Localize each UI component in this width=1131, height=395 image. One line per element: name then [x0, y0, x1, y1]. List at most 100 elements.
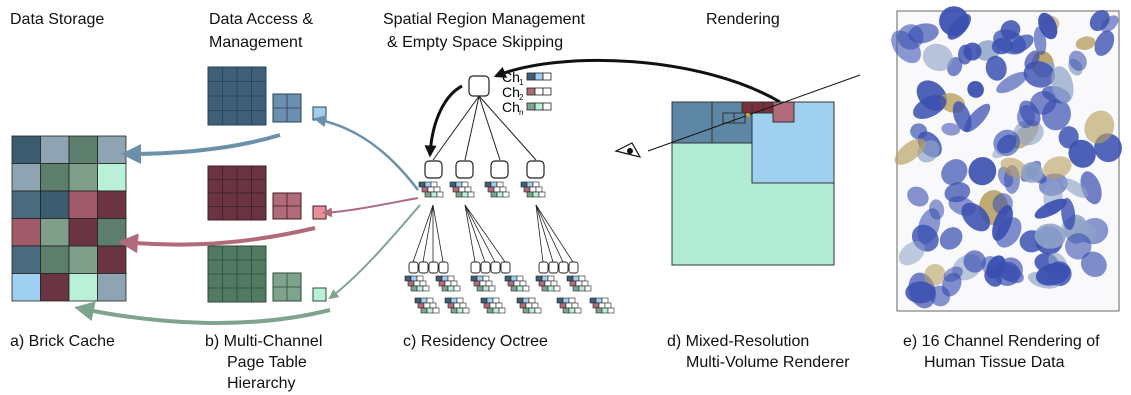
channel-table-cell — [547, 285, 555, 292]
cell-nucleus — [910, 123, 928, 140]
channel-table-cell — [519, 280, 527, 287]
cell-nucleus — [1062, 178, 1088, 198]
octree-leaf — [480, 261, 491, 274]
brick-cell — [40, 245, 70, 274]
cell-nucleus — [1068, 139, 1096, 168]
caption-tissue-rendering-1: e) 16 Channel Rendering of — [903, 333, 1100, 350]
heading-data-access: Data Access & — [209, 11, 314, 28]
channel-table-cell — [496, 181, 504, 188]
caption-mixed-resolution-1: d) Mixed-Resolution — [667, 333, 810, 350]
channel-table-cell — [455, 181, 463, 188]
channel-table-cell — [490, 181, 498, 188]
channel-table-cell — [538, 191, 546, 198]
channel-table-cell — [526, 191, 534, 198]
arrow-green-to-cache — [74, 301, 331, 325]
channel-table-cell — [436, 191, 444, 198]
brick-cell — [40, 190, 70, 219]
chn-label: Ch — [502, 99, 520, 115]
caption-mixed-resolution-2: Multi-Volume Renderer — [686, 354, 850, 371]
brick-cell — [40, 218, 70, 247]
channel-table-cell — [470, 275, 478, 282]
channel-table-cell — [486, 307, 494, 314]
brick-cell — [68, 273, 98, 302]
channel-table-cell — [455, 191, 463, 198]
channel-table-cell — [444, 280, 452, 287]
channel-table-cell — [484, 181, 492, 188]
channel-table-cell — [467, 191, 475, 198]
channel-table-cell — [532, 181, 540, 188]
arrow-blue-to-cache — [121, 133, 281, 164]
mixed-resolution-renderer — [671, 101, 835, 266]
cell-nucleus — [898, 241, 926, 266]
channel-table-cell — [450, 297, 458, 304]
cell-nucleus — [894, 138, 926, 165]
channel-table-cell — [566, 275, 574, 282]
cell-nucleus — [943, 266, 963, 282]
brick-cell — [68, 163, 98, 192]
channel-table-cell — [520, 181, 528, 188]
channel-table-cell — [476, 275, 484, 282]
eye-icon — [614, 142, 642, 158]
channel-table-cell — [459, 302, 467, 309]
octree-leaf — [500, 261, 511, 274]
cell-nucleus — [939, 227, 963, 250]
channel-table-cell — [598, 302, 606, 309]
channel-table-cell — [424, 191, 432, 198]
cell-nucleus — [993, 29, 1027, 55]
caption-page-table-2: Page Table — [227, 354, 307, 371]
cell-nucleus — [996, 263, 1024, 284]
channel-table-cell — [462, 307, 470, 314]
cell-nucleus — [1034, 223, 1066, 249]
channel-table-cell — [571, 302, 579, 309]
caption-page-table-1: b) Multi-Channel — [205, 333, 323, 350]
channel-table-cell — [429, 302, 437, 309]
channel-table-cell — [495, 302, 503, 309]
channel-table-cell — [420, 307, 428, 314]
brick-cell — [40, 163, 70, 192]
cell-nucleus — [1094, 30, 1115, 56]
octree-edge — [464, 204, 476, 263]
brick-cell — [11, 135, 41, 164]
cell-nucleus — [1084, 110, 1115, 144]
channel-table-cell — [421, 186, 429, 193]
channel-table-cell — [427, 186, 435, 193]
channel-table-cell — [453, 285, 461, 292]
brick-cell — [97, 135, 127, 164]
channel-table-cell — [535, 275, 543, 282]
channel-table-cell — [601, 307, 609, 314]
brick-cell — [68, 135, 98, 164]
cell-nucleus — [1034, 198, 1067, 219]
brick-cell — [68, 190, 98, 219]
cell-nucleus — [981, 256, 1003, 278]
channel-table-cell — [435, 275, 443, 282]
caption-tissue-rendering-2: Human Tissue Data — [924, 354, 1065, 371]
channel-table-cell — [510, 275, 518, 282]
cell-nucleus — [1016, 104, 1036, 129]
channel-table-cell — [450, 307, 458, 314]
arrow-blue-to-page — [313, 114, 419, 191]
brick-cell — [40, 273, 70, 302]
channel-table-cell — [449, 181, 457, 188]
channel-table-cell — [418, 181, 426, 188]
channel-table-cell — [464, 186, 472, 193]
channel-table-cell — [430, 181, 438, 188]
page-table-blue — [207, 66, 327, 126]
channel-table-cell — [528, 307, 536, 314]
channel-table-cell — [416, 285, 424, 292]
ray-intersection — [746, 113, 750, 117]
cell-nucleus — [952, 101, 972, 132]
cell-nucleus — [1065, 233, 1092, 260]
channel-table-cell — [541, 275, 549, 282]
channel-table-cell — [601, 297, 609, 304]
channel-table-cell — [504, 275, 512, 282]
channel-table-cell — [447, 302, 455, 309]
channel-table-cell — [476, 285, 484, 292]
octree-leaf — [418, 261, 429, 274]
channel-table-cell — [480, 297, 488, 304]
arrow-octree-down — [424, 84, 463, 158]
channel-table-cell — [423, 302, 431, 309]
channel-table-cell — [426, 297, 434, 304]
channel-legend: Ch 1 Ch 2 Ch n — [502, 69, 552, 117]
channel-table-cell — [487, 186, 495, 193]
